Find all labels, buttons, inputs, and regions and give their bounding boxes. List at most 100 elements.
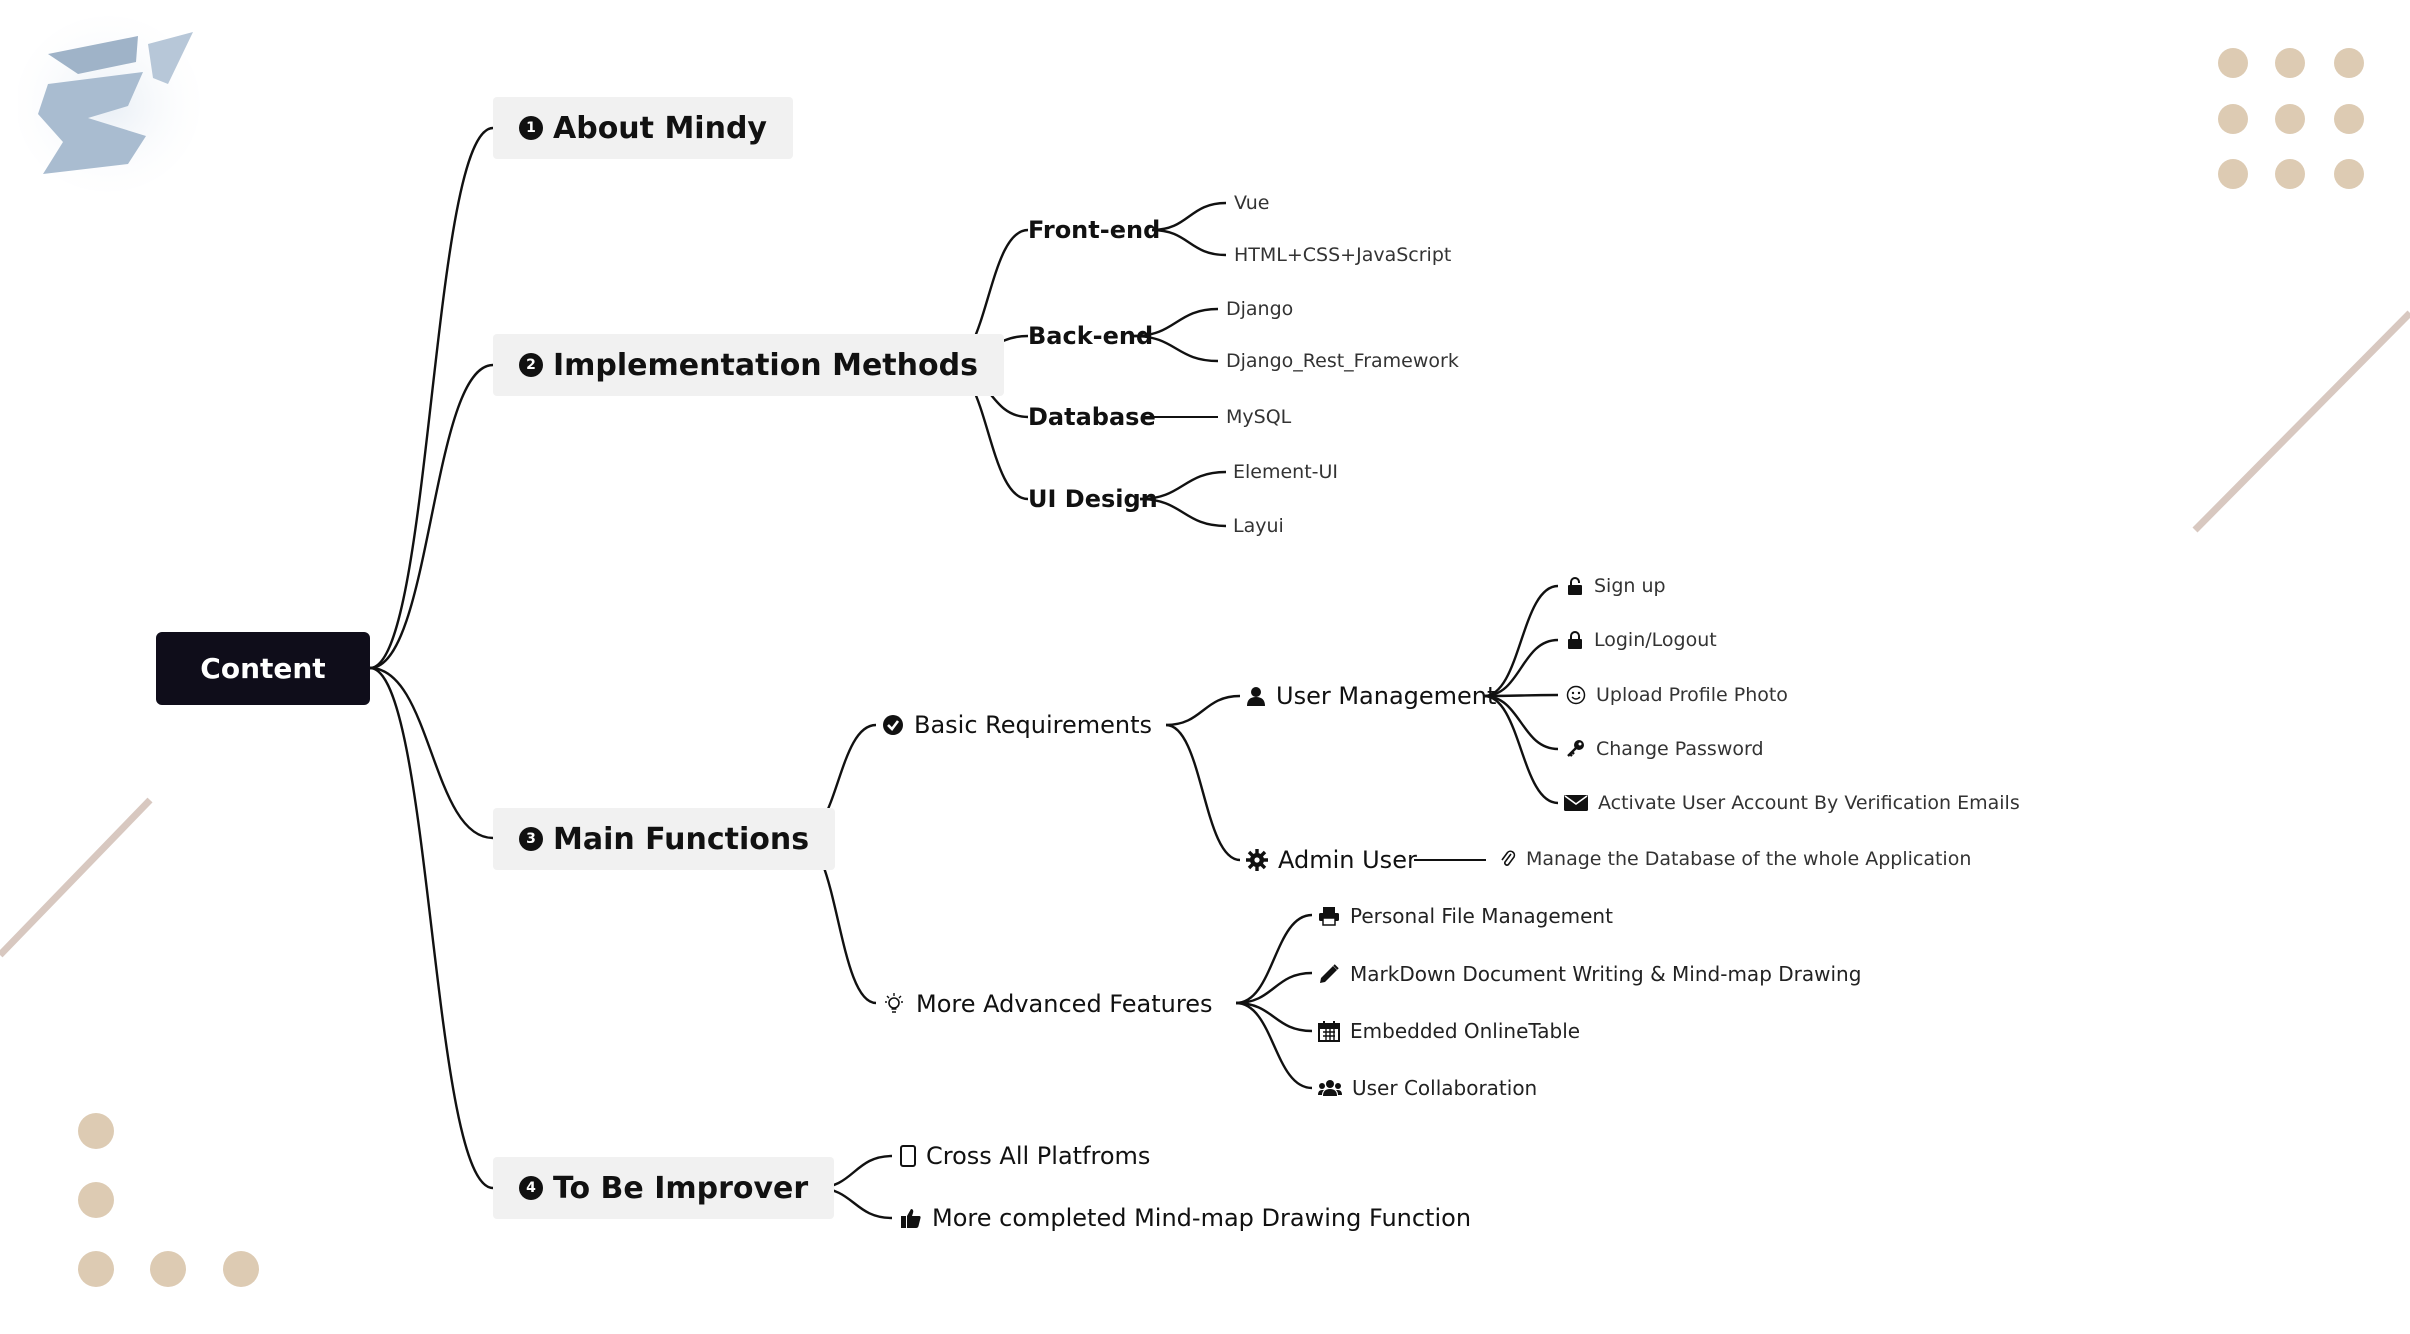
node-advanced-features[interactable]: More Advanced Features [882,987,1213,1021]
leaf-sign-up[interactable]: Sign up [1566,573,1666,599]
root-node[interactable]: Content [156,632,370,705]
users-icon [1318,1079,1342,1097]
node-cross-platforms[interactable]: Cross All Platfroms [900,1140,1150,1172]
node-user-management[interactable]: User Management [1246,680,1496,712]
connector [1151,201,1227,232]
leaf-login-logout[interactable]: Login/Logout [1566,627,1717,653]
leaf-label: Layui [1233,515,1284,537]
node-label: Cross All Platfroms [926,1142,1151,1170]
connector [1165,723,1241,862]
connector [1483,694,1559,805]
leaf-user-collaboration[interactable]: User Collaboration [1318,1074,1537,1102]
root-label: Content [200,652,326,685]
topic-main-functions[interactable]: 3 Main Functions [493,808,836,870]
node-label: Basic Requirements [914,711,1153,739]
leaf-change-password[interactable]: Change Password [1566,736,1764,762]
node-mindmap-drawing-function[interactable]: More completed Mind-map Drawing Function [900,1202,1471,1234]
topic-label: Implementation Methods [553,347,978,383]
leaf-django-rest-framework[interactable]: Django_Rest_Framework [1226,348,1459,374]
leaf-embedded-online-table[interactable]: Embedded OnlineTable [1318,1017,1580,1045]
leaf-activate-account[interactable]: Activate User Account By Verification Em… [1564,790,2020,816]
root-connector [369,666,494,840]
leaf-label: Django_Rest_Framework [1226,350,1459,372]
leaf-label: Login/Logout [1594,629,1717,651]
leaf-label: Element-UI [1233,461,1339,483]
lightbulb-icon [882,992,906,1016]
key-icon [1566,739,1586,759]
tablet-icon [900,1145,916,1167]
node-label: UI Design [1028,485,1158,513]
check-circle-icon [882,714,904,736]
node-admin-user[interactable]: Admin User [1246,844,1417,876]
root-connector [369,126,494,670]
leaf-layui[interactable]: Layui [1233,513,1284,539]
node-back-end[interactable]: Back-end [1028,320,1153,352]
smiley-icon [1566,685,1586,705]
node-front-end[interactable]: Front-end [1028,214,1160,246]
leaf-mysql[interactable]: MySQL [1226,404,1291,430]
connector [1235,1001,1313,1033]
leaf-label: User Collaboration [1352,1076,1538,1100]
connector [1165,694,1241,727]
topic-about-mindy[interactable]: 1 About Mindy [493,97,793,159]
gear-icon [1246,849,1268,871]
topic-number: 2 [519,353,543,377]
lock-open-icon [1566,577,1584,595]
topic-number: 4 [519,1176,543,1200]
leaf-label: Upload Profile Photo [1596,684,1788,706]
topic-label: About Mindy [553,110,767,146]
topic-implementation-methods[interactable]: 2 Implementation Methods [493,334,1004,396]
pencil-icon [1318,963,1340,985]
connector [1235,913,1313,1005]
leaf-django[interactable]: Django [1226,296,1293,322]
calendar-icon [1318,1020,1340,1042]
leaf-label: MarkDown Document Writing & Mind-map Dra… [1350,962,1862,986]
accent-line-right [2192,310,2410,533]
topic-number: 3 [519,827,543,851]
leaf-upload-profile-photo[interactable]: Upload Profile Photo [1566,682,1788,708]
node-label: Admin User [1278,846,1417,874]
node-label: Front-end [1028,216,1161,244]
node-label: Database [1028,403,1156,431]
app-logo [18,16,200,192]
topic-to-be-improver[interactable]: 4 To Be Improver [493,1157,835,1219]
topic-label: To Be Improver [553,1170,809,1206]
node-basic-requirements[interactable]: Basic Requirements [882,708,1152,742]
leaf-label: HTML+CSS+JavaScript [1234,244,1452,266]
leaf-label: Vue [1234,192,1270,214]
leaf-personal-file-management[interactable]: Personal File Management [1318,902,1613,930]
leaf-html-css-js[interactable]: HTML+CSS+JavaScript [1234,242,1451,268]
leaf-label: Change Password [1596,738,1764,760]
node-database[interactable]: Database [1028,401,1156,433]
connector [1235,971,1313,1005]
node-ui-design[interactable]: UI Design [1028,483,1158,515]
dot-grid-top-right [2218,48,2364,189]
leaf-label: Sign up [1594,575,1666,597]
user-icon [1246,686,1266,706]
paperclip-icon [1500,849,1516,869]
root-connector [369,666,494,1190]
leaf-vue[interactable]: Vue [1234,190,1269,216]
leaf-label: MySQL [1226,406,1292,428]
envelope-icon [1564,794,1588,812]
lock-icon [1566,631,1584,649]
leaf-markdown-writing[interactable]: MarkDown Document Writing & Mind-map Dra… [1318,960,1861,988]
connector [1151,228,1227,257]
leaf-label: Manage the Database of the whole Applica… [1526,848,1972,870]
node-label: More Advanced Features [916,990,1213,1018]
root-connector [369,363,494,670]
topic-label: Main Functions [553,821,810,857]
node-label: User Management [1276,682,1497,710]
thumbs-up-icon [900,1207,922,1229]
leaf-manage-database[interactable]: Manage the Database of the whole Applica… [1500,846,1971,872]
printer-icon [1318,906,1340,926]
leaf-element-ui[interactable]: Element-UI [1233,459,1338,485]
dot-grid-bottom-left [78,1113,259,1287]
connector [1235,1001,1313,1090]
leaf-label: Activate User Account By Verification Em… [1598,792,2020,814]
leaf-label: Embedded OnlineTable [1350,1019,1581,1043]
leaf-label: Django [1226,298,1294,320]
accent-line-left [0,797,153,958]
node-label: More completed Mind-map Drawing Function [932,1204,1472,1232]
